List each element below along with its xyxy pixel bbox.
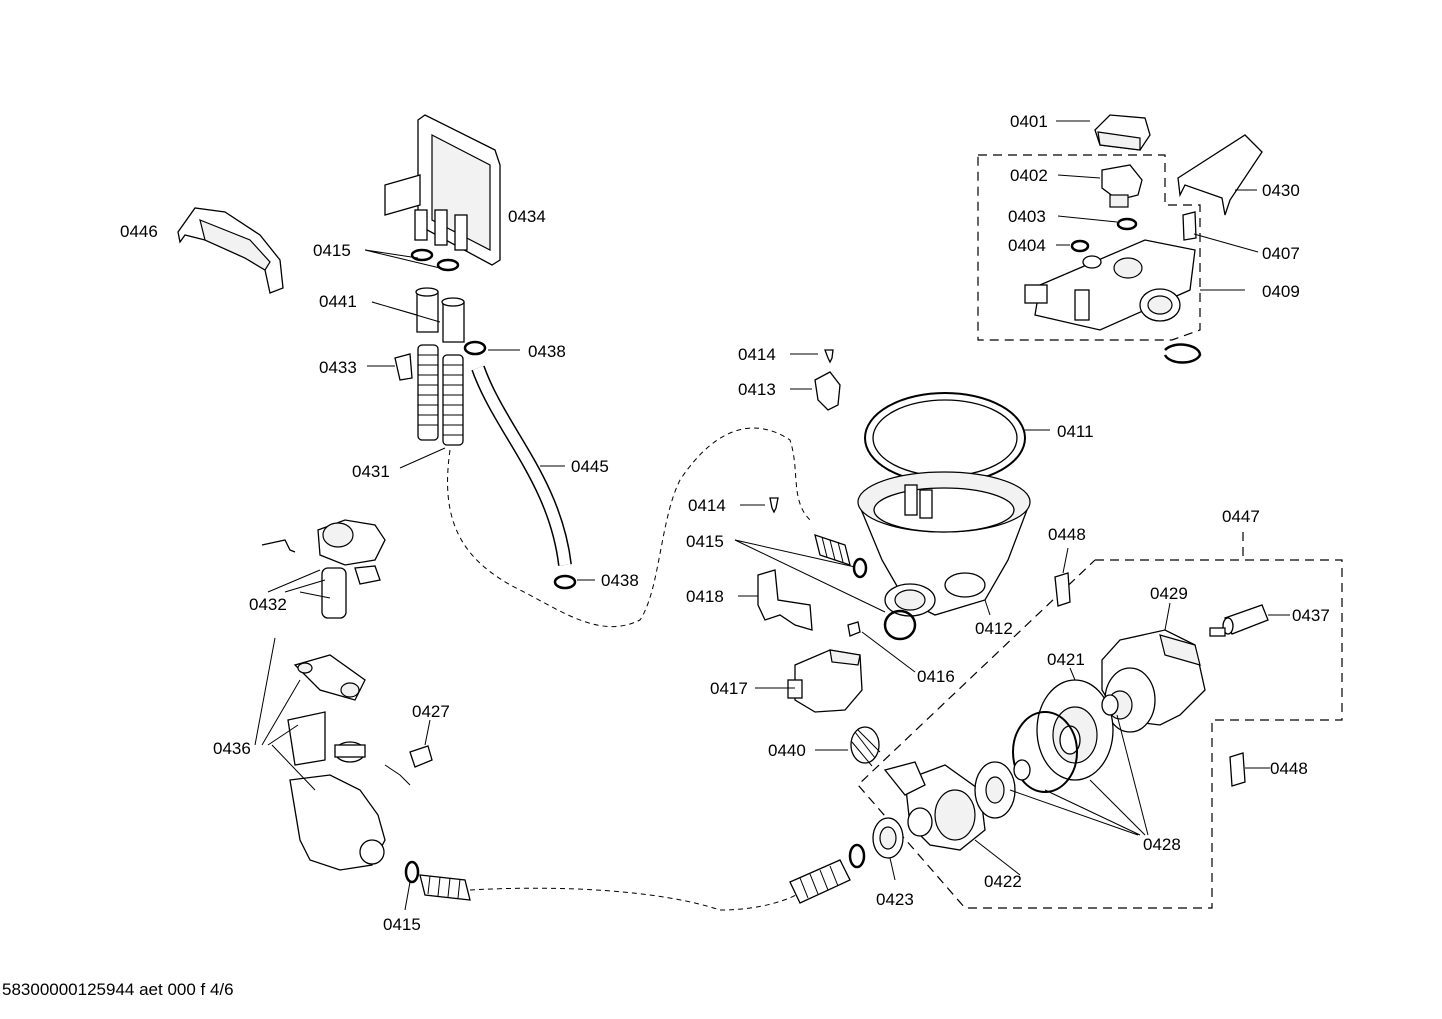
label-0445: 0445 [571, 457, 609, 476]
part-0415-ring-d [883, 609, 917, 641]
part-0428-seal-ring [1012, 694, 1119, 793]
label-0431: 0431 [352, 462, 390, 481]
label-0429: 0429 [1150, 584, 1188, 603]
label-0409: 0409 [1262, 282, 1300, 301]
group-box-0409 [977, 154, 1201, 341]
label-0415-top: 0415 [313, 241, 351, 260]
label-0402: 0402 [1010, 166, 1048, 185]
part-0417-pump-unit [787, 649, 863, 713]
label-0411: 0411 [1057, 422, 1094, 441]
label-0430: 0430 [1262, 181, 1300, 200]
part-0437-heater-bolt [1209, 604, 1269, 637]
label-0432: 0432 [249, 595, 287, 614]
part-0404-ring [1070, 239, 1090, 253]
part-0414-screw-a [824, 349, 834, 364]
part-0415-ring-f [848, 843, 866, 869]
part-0415-corrugated-sump [814, 534, 851, 566]
part-0430-shield [1177, 134, 1263, 216]
part-0434-reservoir [384, 114, 501, 266]
label-0416: 0416 [917, 667, 955, 686]
part-0427-clip [409, 745, 433, 768]
part-0415-ring-e [852, 557, 868, 579]
part-0409-housing [1024, 239, 1196, 331]
part-0436-valve-assembly [287, 654, 386, 871]
part-0412-sump [857, 471, 1031, 617]
part-0446-cover [177, 207, 284, 294]
part-0432-float-switch [261, 519, 386, 619]
label-0446: 0446 [120, 222, 158, 241]
label-0440: 0440 [768, 741, 806, 760]
part-0415-ring-c [404, 860, 420, 884]
label-0423: 0423 [876, 890, 914, 909]
part-0433-clip [394, 353, 413, 381]
part-0418-bracket [757, 569, 813, 631]
label-0421: 0421 [1047, 650, 1085, 669]
part-0413-bracket [814, 371, 841, 411]
label-0414-top: 0414 [738, 345, 776, 364]
part-0438-clamp-a [463, 340, 487, 356]
document-id-footer: 58300000125944 aet 000 f 4/6 [2, 980, 234, 999]
part-0415-corrugated-connector [419, 874, 471, 901]
label-0418: 0418 [686, 587, 724, 606]
part-0415-corrugated-pump [789, 859, 851, 904]
hose-path-upper [447, 427, 811, 628]
part-0448-clip-a [1054, 572, 1071, 607]
part-0416-clip [847, 621, 861, 637]
label-0448-top: 0448 [1048, 525, 1086, 544]
hose-path-lower [469, 887, 806, 911]
label-0447: 0447 [1222, 507, 1260, 526]
label-0433: 0433 [319, 358, 357, 377]
part-0415-ring-b [436, 258, 460, 272]
part-0415-ring-a [410, 248, 434, 262]
label-0448-bottom: 0448 [1270, 759, 1308, 778]
part-0431-corrugated-hoses [417, 344, 464, 446]
part-0448-clip-b [1229, 752, 1246, 787]
part-0414-screw-b [769, 497, 779, 514]
label-0441: 0441 [319, 292, 357, 311]
label-0401: 0401 [1010, 112, 1048, 131]
label-0437: 0437 [1292, 606, 1330, 625]
label-0415-mid: 0415 [686, 532, 724, 551]
part-0428-impeller [974, 759, 1031, 819]
part-0401-cap [1094, 114, 1151, 151]
part-0438-clamp-b [553, 574, 577, 590]
part-0441-tubes [415, 287, 465, 343]
label-0413: 0413 [738, 380, 776, 399]
part-0423-coupling [872, 817, 904, 859]
label-0422: 0422 [984, 872, 1022, 891]
part-0409-clamp [1163, 343, 1202, 364]
label-0414-mid: 0414 [688, 496, 726, 515]
group-box-0447 [857, 559, 1343, 909]
part-0403-ring [1116, 217, 1138, 231]
label-0403: 0403 [1008, 207, 1046, 226]
label-0434: 0434 [508, 207, 546, 226]
part-0402-sensor [1101, 164, 1143, 208]
part-0422-pump-housing [883, 761, 986, 851]
label-0417: 0417 [710, 679, 748, 698]
label-0404: 0404 [1008, 236, 1046, 255]
label-0412: 0412 [975, 619, 1013, 638]
part-0411-seal-ring [864, 392, 1026, 484]
label-0427: 0427 [412, 702, 450, 721]
label-0415-bottom: 0415 [383, 915, 421, 934]
label-0407: 0407 [1262, 244, 1300, 263]
part-0440-spring [850, 726, 881, 767]
label-0436: 0436 [213, 739, 251, 758]
label-0438-top: 0438 [528, 342, 566, 361]
part-0407-clip [1182, 211, 1197, 241]
label-0438-bottom: 0438 [601, 571, 639, 590]
label-0428: 0428 [1143, 835, 1181, 854]
